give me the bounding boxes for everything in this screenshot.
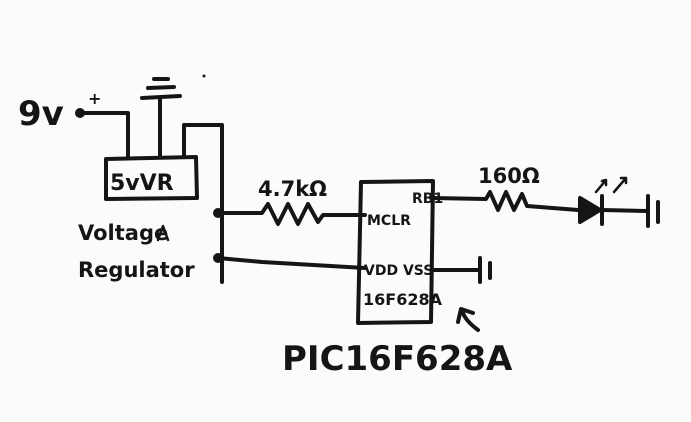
chip-caption-arrow bbox=[456, 307, 480, 332]
regulator-caption-line2: Regulator bbox=[78, 258, 195, 282]
stray-mark bbox=[202, 74, 206, 78]
pin-vdd-vss-label: VDD VSS bbox=[364, 263, 433, 279]
led-ground-wire bbox=[600, 208, 648, 213]
regulator-caption-line1: Voltage bbox=[78, 221, 168, 245]
vdd-wire bbox=[216, 256, 367, 270]
voltage-regulator-box bbox=[104, 155, 199, 201]
pic-chip-body bbox=[356, 179, 435, 325]
regulator-box-label: 5vVR bbox=[110, 171, 174, 196]
resistor1-value-label: 4.7kΩ bbox=[258, 177, 327, 201]
led-symbol bbox=[578, 176, 628, 226]
supply-wire bbox=[78, 111, 130, 159]
resistor-4k7 bbox=[216, 202, 367, 226]
pin-rb1-label: RB1 bbox=[412, 191, 443, 207]
caret-mark bbox=[156, 224, 170, 242]
regulator-ground-symbol bbox=[140, 77, 182, 159]
pin-mclr-label: MCLR bbox=[367, 213, 411, 229]
chip-marking-label: 16F628A bbox=[363, 290, 443, 309]
resistor2-value-label: 160Ω bbox=[478, 164, 540, 188]
vss-ground-symbol bbox=[478, 256, 492, 284]
chip-caption-label: PIC16F628A bbox=[282, 339, 513, 379]
led-ground-symbol bbox=[646, 194, 660, 228]
resistor-160 bbox=[430, 190, 580, 212]
regulator-output-wire bbox=[182, 123, 224, 284]
supply-voltage-label: 9v bbox=[18, 94, 64, 134]
supply-polarity-label: + bbox=[88, 89, 101, 108]
